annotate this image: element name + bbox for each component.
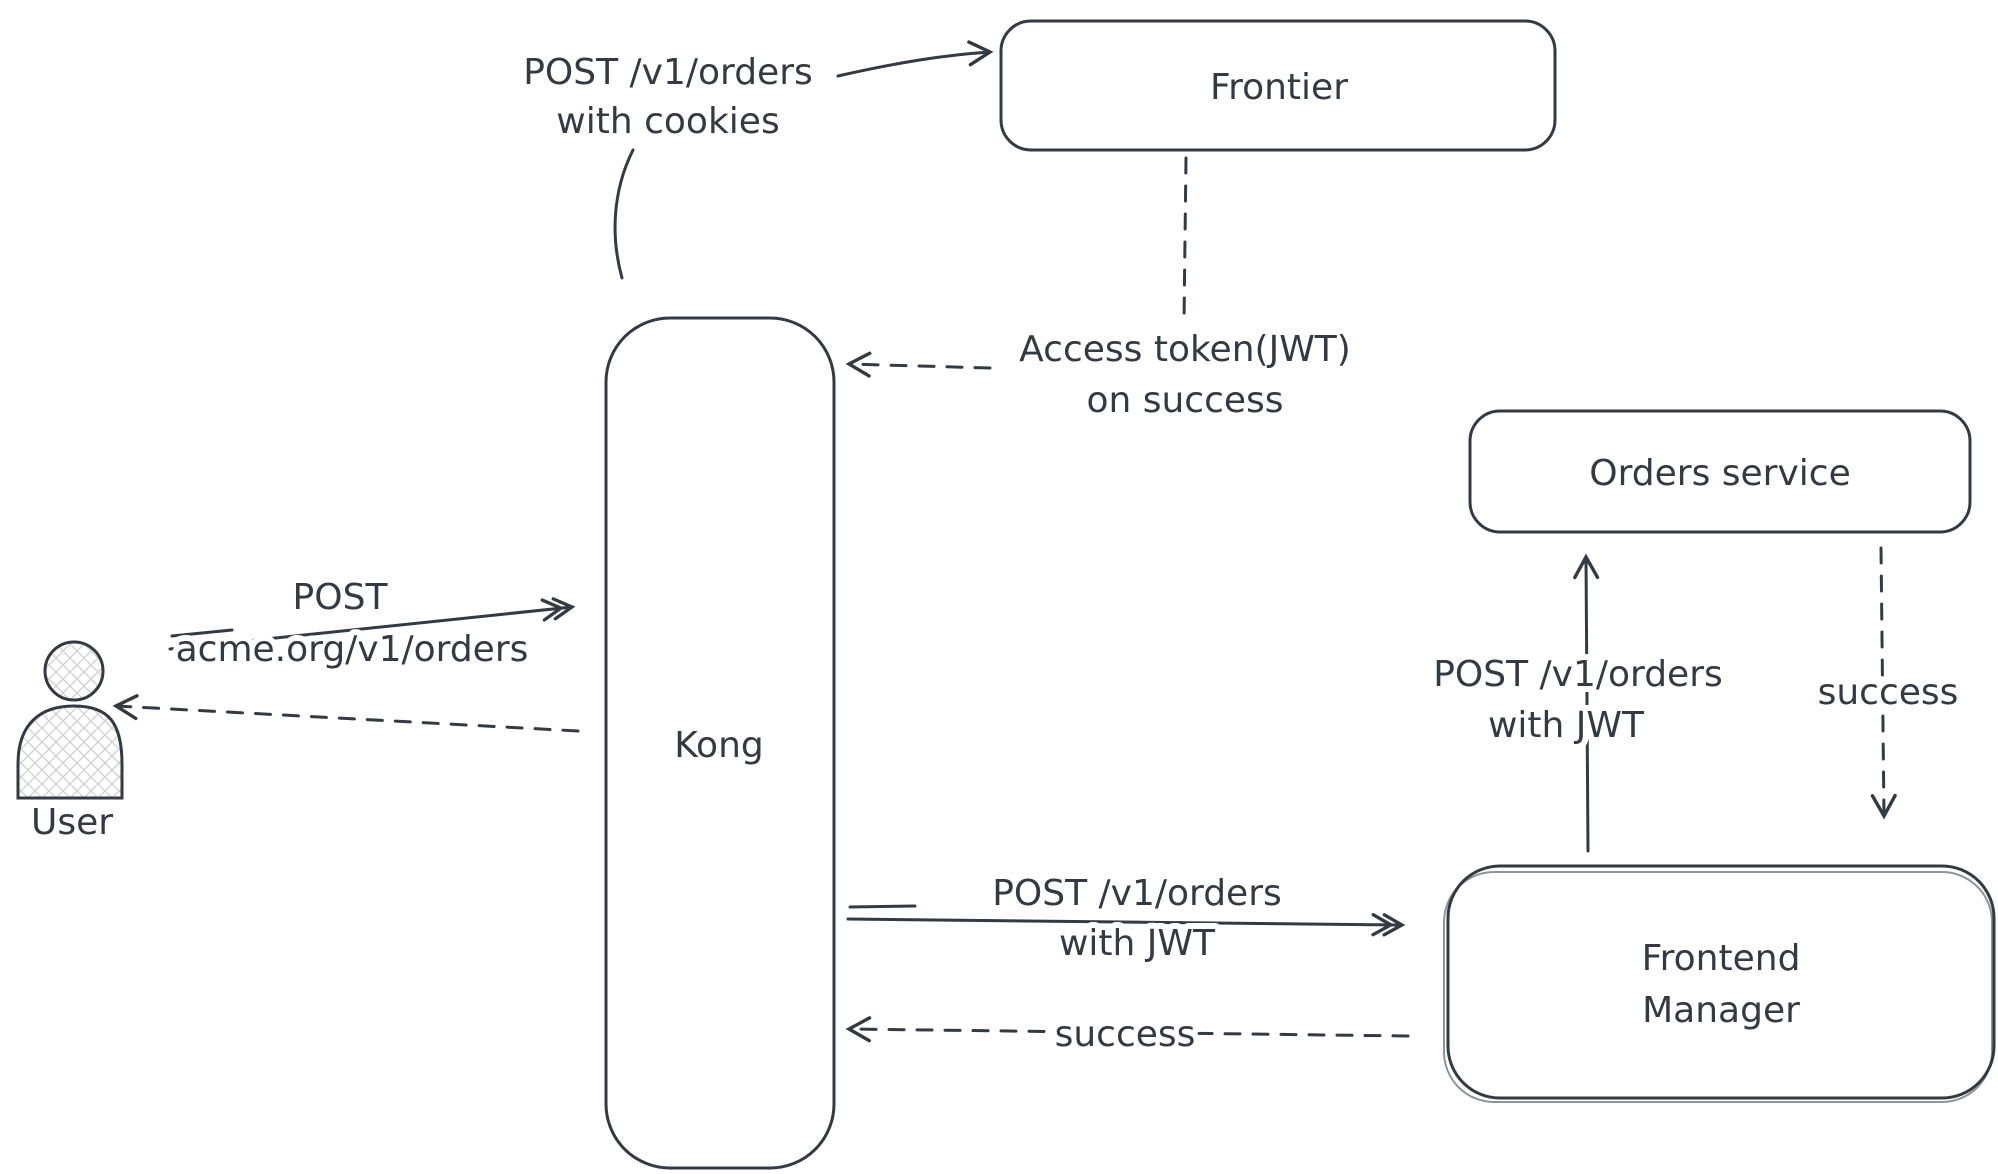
edge-frontend-to-orders: POST /v1/orders with JWT — [1427, 553, 1729, 853]
node-frontier: Frontier — [999, 19, 1557, 152]
edge-frontier-to-kong-label-line1: Access token(JWT) — [1019, 329, 1351, 370]
node-orders-service-box — [1468, 409, 1972, 534]
edge-frontend-to-kong: success — [845, 1008, 1410, 1061]
edge-kong-to-frontier-line — [836, 40, 994, 78]
edge-kong-to-frontier-label-line2: with cookies — [556, 101, 779, 142]
edge-user-to-kong-line — [168, 597, 576, 651]
user-icon-head — [43, 640, 105, 702]
edge-frontier-to-kong-label-line2: on success — [1086, 380, 1283, 421]
edge-kong-to-frontier-label-line1: POST /v1/orders — [523, 52, 813, 93]
edge-kong-to-frontend-double-stroke — [848, 904, 917, 909]
edge-kong-to-frontend-label-line1: POST /v1/orders — [992, 873, 1282, 914]
node-user: User — [16, 640, 124, 843]
node-frontend-manager-box-echo — [1443, 871, 1993, 1103]
edge-kong-to-frontend: POST /v1/orders with JWT — [846, 867, 1406, 970]
edge-kong-to-frontier-tail — [613, 148, 635, 280]
edge-orders-to-frontend: success — [1812, 546, 1964, 820]
node-kong: Kong — [604, 316, 836, 1170]
edge-orders-to-frontend-line — [1870, 546, 1897, 820]
node-frontier-label: Frontier — [1210, 67, 1348, 108]
edge-frontier-to-kong-horizontal — [845, 351, 992, 378]
edge-frontier-to-kong-vertical — [1182, 156, 1188, 324]
node-orders-service: Orders service — [1468, 409, 1972, 534]
node-kong-box — [604, 316, 836, 1170]
edge-orders-to-frontend-label: success — [1818, 672, 1959, 713]
edge-frontend-to-orders-label-line2: with JWT — [1488, 705, 1645, 746]
edge-user-to-kong-label-line2: acme.org/v1/orders — [176, 629, 529, 670]
node-frontend-manager-label-line2: Manager — [1642, 990, 1800, 1031]
edge-kong-to-frontend-label-line2: with JWT — [1059, 923, 1216, 964]
node-frontier-box — [999, 19, 1557, 152]
edge-frontier-to-kong: Access token(JWT) on success — [845, 156, 1357, 427]
node-frontend-manager: Frontend Manager — [1443, 864, 1996, 1103]
edge-kong-to-frontend-line — [846, 913, 1406, 937]
node-kong-label: Kong — [674, 725, 764, 766]
edge-user-to-kong: POST acme.org/v1/orders — [168, 571, 576, 676]
edge-kong-to-frontier: POST /v1/orders with cookies — [517, 40, 994, 280]
edge-user-to-kong-label-line1: POST — [293, 577, 389, 618]
edge-frontend-to-kong-label: success — [1055, 1014, 1196, 1055]
user-icon — [16, 704, 124, 800]
node-orders-service-label: Orders service — [1589, 453, 1850, 494]
edge-frontend-to-orders-line — [1573, 553, 1600, 853]
node-user-label: User — [31, 802, 113, 843]
node-frontend-manager-box — [1446, 864, 1996, 1100]
node-frontend-manager-label-line1: Frontend — [1642, 938, 1801, 979]
edge-kong-to-user-line — [112, 694, 580, 733]
edge-frontend-to-orders-label-line1: POST /v1/orders — [1433, 654, 1723, 695]
edge-frontend-to-kong-line — [845, 1016, 1410, 1043]
edge-user-to-kong-double-stroke — [170, 628, 234, 638]
